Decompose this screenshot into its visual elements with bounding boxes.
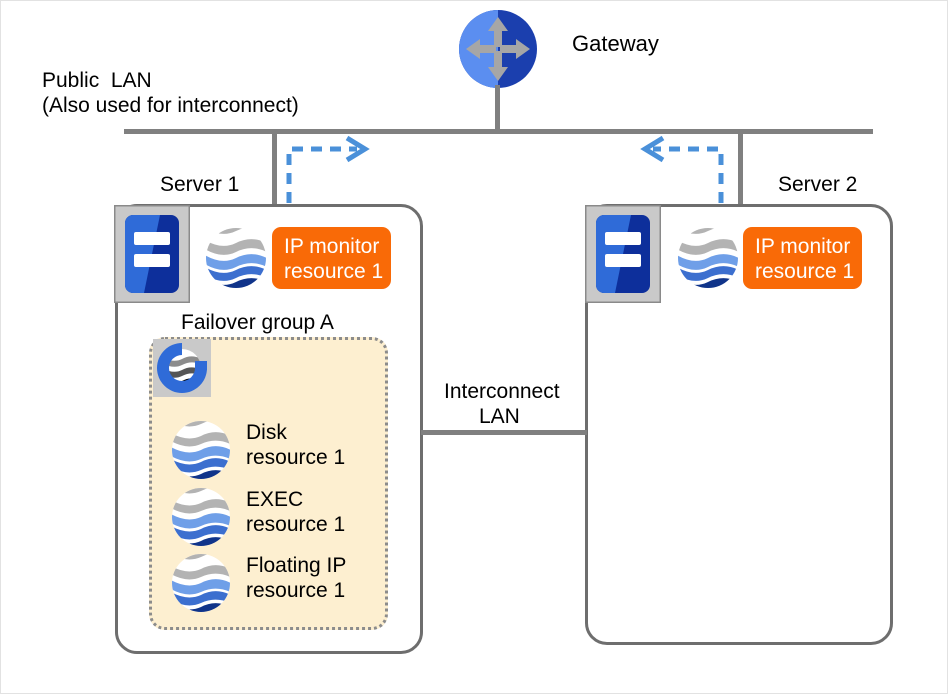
public-lan-label-line2: (Also used for interconnect): [42, 94, 299, 117]
ip-monitor-badge-line1: IP monitor: [284, 235, 380, 258]
failover-group-label: Failover group A: [181, 311, 334, 334]
server-1-label: Server 1: [160, 173, 240, 196]
interconnect-lan-label-line1: Interconnect: [444, 380, 560, 403]
resource-label-line1: Disk: [246, 421, 287, 444]
resource-label-line2: resource 1: [246, 579, 346, 602]
ip-monitor-badge-line2: resource 1: [755, 260, 855, 283]
gateway-drop-wire: [495, 85, 500, 131]
ip-monitor-badge-line2: resource 1: [284, 260, 384, 283]
globe-icon: [171, 487, 231, 547]
globe-icon: [205, 227, 267, 289]
server2-lan-drop-wire: [738, 129, 743, 207]
public-lan-bus: [124, 129, 873, 134]
public-lan-label-line1: Public LAN: [42, 69, 152, 92]
dashed-arrow-left-icon: [637, 133, 727, 205]
ip-monitor-badge-line1: IP monitor: [755, 235, 851, 258]
globe-icon: [171, 553, 231, 613]
interconnect-lan-wire: [421, 430, 587, 435]
server-icon: [112, 203, 192, 305]
gateway-router-icon: [458, 9, 538, 89]
dashed-arrow-right-icon: [283, 133, 373, 205]
globe-icon: [677, 227, 739, 289]
failover-group-icon: [153, 339, 211, 397]
server-icon: [583, 203, 663, 305]
gateway-label: Gateway: [572, 31, 659, 56]
server-2-label: Server 2: [778, 173, 858, 196]
server1-lan-drop-wire: [272, 129, 277, 207]
resource-label-line2: resource 1: [246, 446, 346, 469]
resource-label-line2: resource 1: [246, 513, 346, 536]
interconnect-lan-label-line2: LAN: [479, 405, 520, 428]
resource-label-line1: Floating IP: [246, 554, 347, 577]
globe-icon: [171, 420, 231, 480]
resource-label-line1: EXEC: [246, 488, 304, 511]
